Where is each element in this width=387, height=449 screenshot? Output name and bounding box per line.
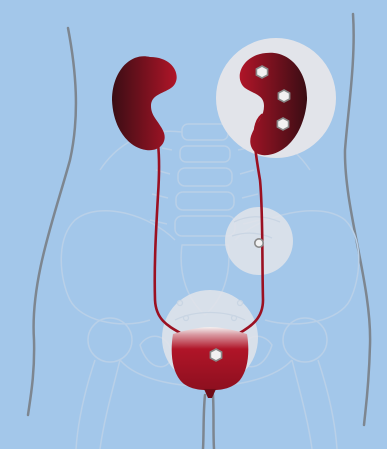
hexagon-stone-icon [277,118,288,130]
hexagon-stone-icon [256,66,267,78]
hexagon-stone-icon [210,349,221,361]
leg-line-right [213,395,214,449]
hexagon-stone-icon [255,239,263,247]
hexagon-stone-icon [278,90,289,102]
